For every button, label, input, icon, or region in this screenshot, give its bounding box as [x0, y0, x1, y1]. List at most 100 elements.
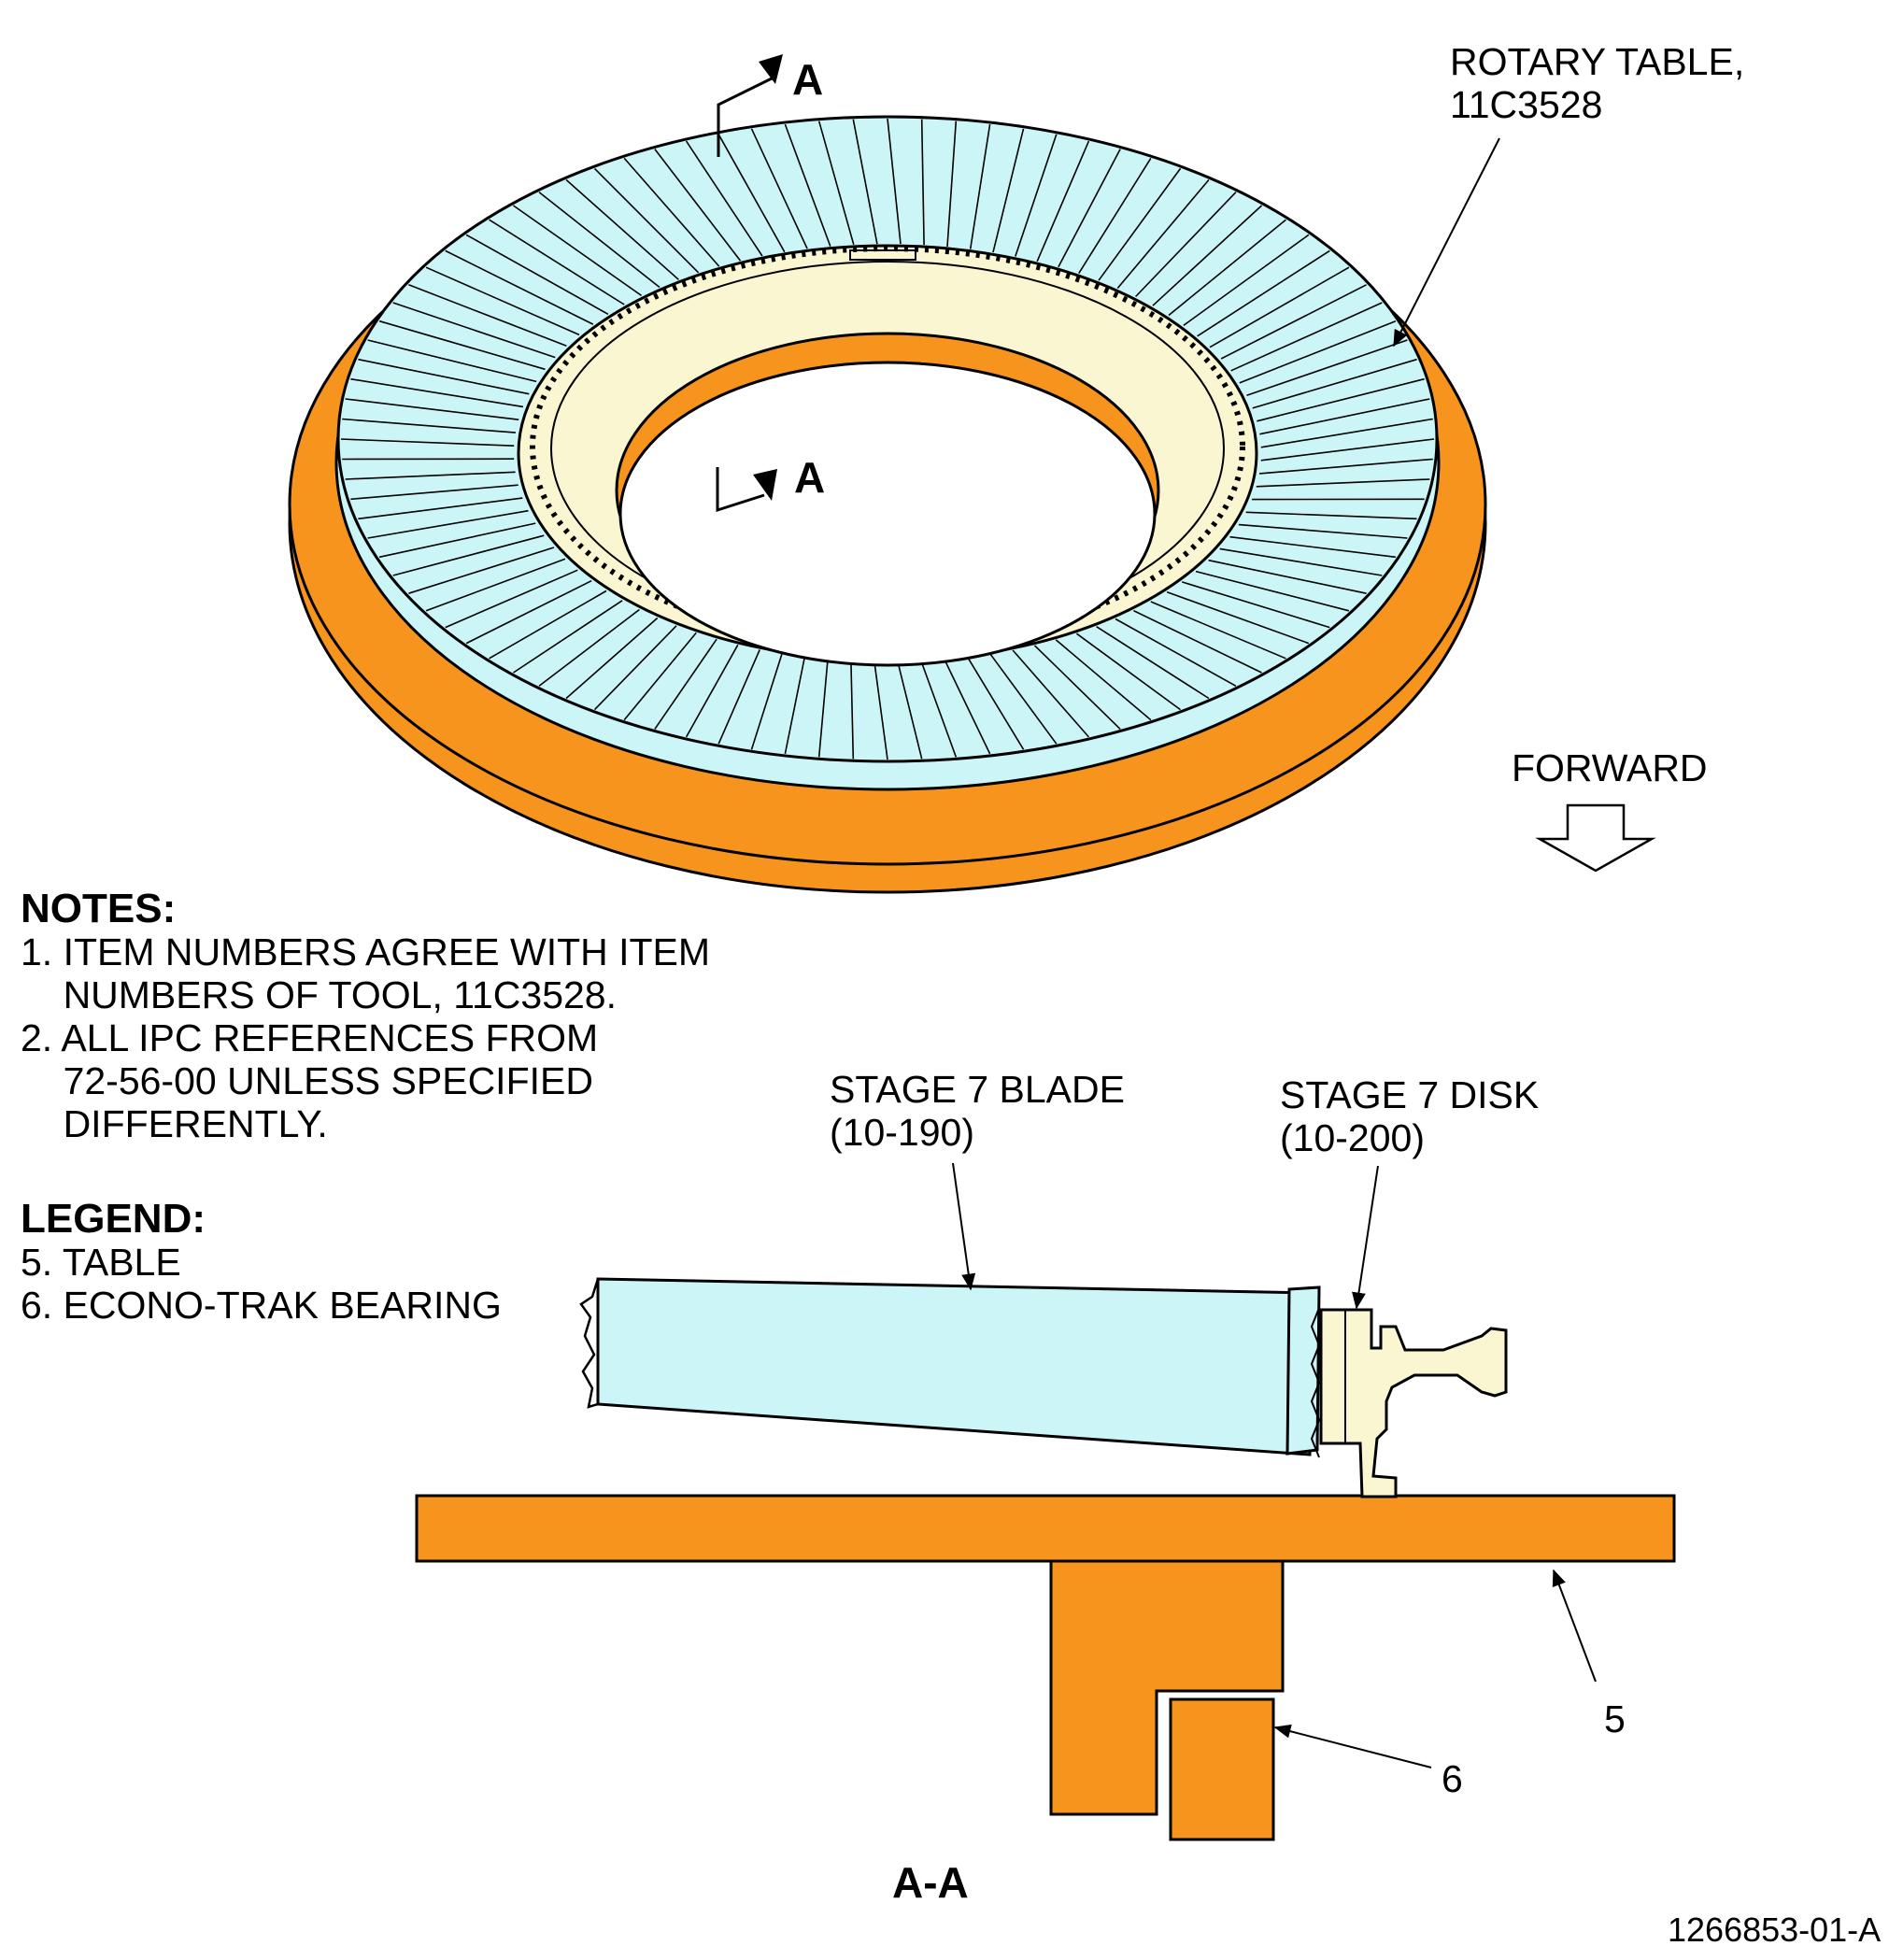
blade-line — [513, 205, 643, 297]
blade-line — [445, 569, 578, 629]
blade-line — [967, 657, 1025, 750]
table-bore-hole — [618, 361, 1157, 667]
blade-line — [1096, 626, 1210, 700]
section-marker-top-label: A — [792, 55, 824, 104]
blade-line — [350, 484, 518, 501]
blade-line — [358, 358, 530, 395]
blade-line — [408, 547, 555, 594]
blade-line — [1166, 590, 1310, 645]
blade-line — [367, 339, 537, 383]
blade-line — [1195, 570, 1350, 612]
blade-line — [1229, 535, 1396, 559]
blade-line — [1058, 149, 1121, 268]
blade-line — [1168, 219, 1286, 317]
notes-block: NOTES: 1. ITEM NUMBERS AGREE WITH ITEM N… — [21, 886, 710, 1146]
blade-line — [1208, 559, 1367, 594]
blade-line — [1219, 547, 1383, 576]
blade-line — [538, 608, 640, 687]
blade-line — [817, 121, 855, 246]
econo-trak-bearing — [1169, 1697, 1275, 1841]
blade-line — [1075, 632, 1181, 711]
blade-line — [1115, 618, 1237, 687]
blade-line — [969, 123, 991, 249]
disk-profile — [1319, 1308, 1508, 1498]
blade-line — [1133, 609, 1262, 674]
blade-line — [1252, 358, 1417, 409]
blade-line — [465, 234, 609, 315]
blade-line — [1257, 377, 1425, 422]
blade-line — [425, 558, 566, 612]
blade-line — [340, 438, 515, 447]
blade-line — [1259, 398, 1430, 435]
blade-line — [408, 284, 567, 348]
legend-item-5: 5. TABLE — [21, 1241, 181, 1285]
blade-line — [350, 377, 524, 408]
blade-line — [1238, 523, 1408, 539]
blade-line — [784, 657, 806, 755]
blade-line — [367, 509, 529, 539]
figure-id: 1266853-01-A — [1668, 1910, 1882, 1949]
note-item-1: 1. ITEM NUMBERS AGREE WITH ITEM NUMBERS … — [21, 930, 711, 1017]
table-plate — [415, 1494, 1676, 1563]
blade-line — [538, 192, 660, 289]
section-marker-top — [717, 54, 783, 157]
blade-line — [685, 644, 739, 738]
blade-line — [654, 638, 717, 730]
blade-line — [623, 632, 697, 721]
blade-radial-lines — [340, 118, 1435, 760]
blade-line — [593, 625, 677, 711]
blade-platform — [1285, 1285, 1321, 1456]
bearing-leader — [1273, 1724, 1432, 1768]
blade-line — [392, 302, 556, 359]
blade-line — [920, 660, 958, 758]
blade-line — [1150, 601, 1286, 660]
blade-line — [445, 249, 594, 325]
rotary-table-leader — [1393, 137, 1500, 348]
blade-dovetail — [1310, 1307, 1321, 1458]
blade-line — [1116, 178, 1210, 290]
blade-line — [565, 617, 659, 700]
legend-item-6: 6. ECONO-TRAK BEARING — [21, 1284, 502, 1328]
section-marker-mid — [716, 467, 777, 513]
forward-label: FORWARD — [1512, 746, 1708, 789]
blade-line — [1209, 266, 1350, 348]
blade-line — [345, 471, 516, 480]
blade-line — [920, 119, 925, 246]
blade-line — [817, 660, 829, 758]
blade-line — [1245, 511, 1417, 520]
blade-line — [342, 418, 516, 433]
blade-line — [392, 534, 545, 576]
blade-line — [465, 579, 592, 645]
blade-line — [897, 661, 923, 760]
item-5-callout: 5 — [1604, 1697, 1626, 1740]
blade-line — [1259, 458, 1433, 475]
table-leader — [1552, 1569, 1597, 1683]
blade-line — [1015, 134, 1058, 257]
blade-line — [1246, 339, 1408, 397]
notes-heading: NOTES: — [21, 886, 177, 931]
blade-line — [1098, 167, 1182, 281]
table-spindle — [1049, 1559, 1285, 1816]
section-view-title: A-A — [892, 1858, 969, 1907]
blade-line — [1230, 302, 1383, 372]
blade-line — [489, 219, 625, 305]
blade-line — [654, 149, 742, 262]
blade-line — [750, 128, 808, 249]
blade-line — [623, 157, 720, 267]
blade-line — [1197, 249, 1330, 337]
blade-line — [717, 649, 760, 745]
legend-heading: LEGEND: — [21, 1196, 206, 1242]
blade-line — [425, 266, 580, 336]
rotary-table-isometric — [288, 115, 1487, 894]
blade-line — [946, 121, 958, 247]
blade-line — [1055, 639, 1152, 721]
blade-line — [593, 167, 700, 274]
blade-line — [1078, 157, 1152, 275]
blade-line — [850, 660, 855, 760]
blade-line — [358, 497, 523, 520]
item-6-callout: 6 — [1442, 1757, 1463, 1800]
blade-line — [685, 140, 763, 257]
blade-leader — [952, 1162, 976, 1291]
blade-line — [345, 398, 519, 420]
